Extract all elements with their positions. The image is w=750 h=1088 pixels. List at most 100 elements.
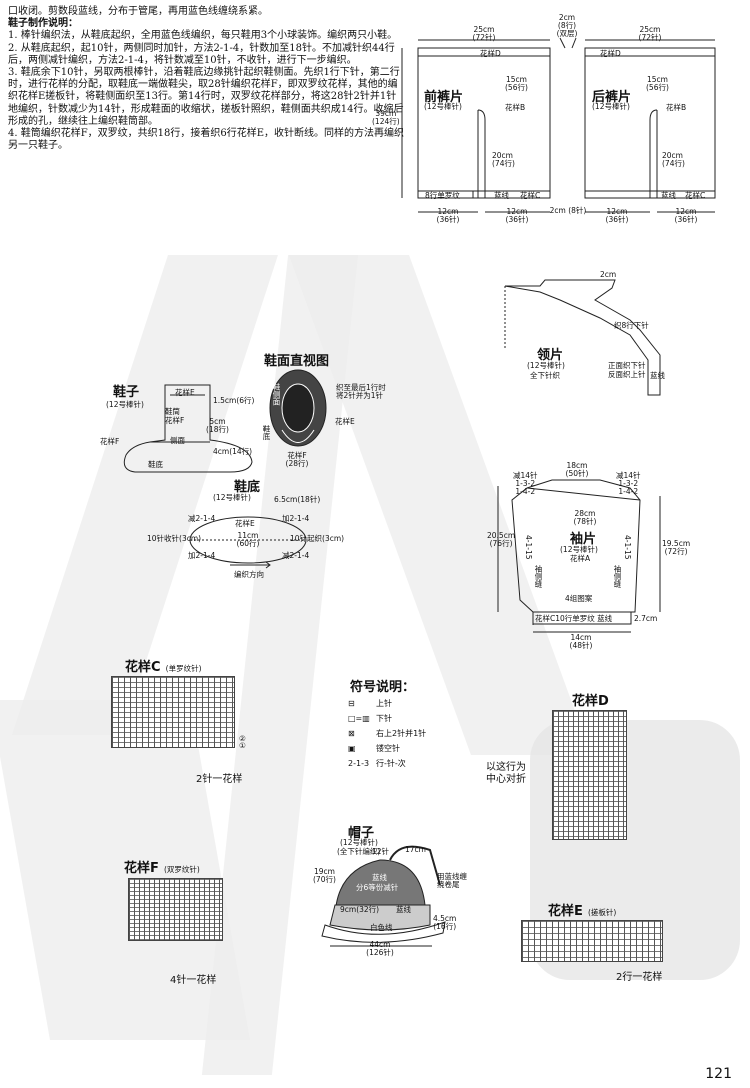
symbol-yo-text: 镂空针	[376, 744, 400, 753]
pattern-c-repeat: 2针一花样	[196, 774, 243, 785]
sleeve-pattern: 花样A	[570, 554, 591, 563]
shoe-needle: (12号棒针)	[106, 400, 144, 409]
sleeve-title: 袖片	[570, 532, 597, 547]
pattern-c-row-1: ①	[239, 741, 246, 750]
shoetop-note: 织至最后1行时 将2针并为1针	[336, 383, 386, 400]
symbol-purl-text: 上针	[376, 699, 392, 708]
pattern-f-chart	[128, 878, 223, 941]
sleeve-bottom: 14cm (48针)	[569, 633, 593, 650]
shoe-side: 侧面	[170, 436, 185, 445]
collar-blue: 蓝线	[650, 371, 665, 380]
shoe-step-3: 3. 鞋底余下10针，另取两根棒针，沿着鞋底边缘挑针起织鞋侧面。先织1行下针，第…	[8, 67, 404, 127]
sole-right: 10针起织(3cm)	[290, 534, 345, 543]
hat-stitch: (全下针编织)	[337, 847, 381, 856]
front-drop: 15cm (56行)	[505, 75, 528, 92]
shoe-flower-e: 花样E	[175, 388, 195, 397]
pattern-e-sub: (搓板针)	[587, 908, 617, 917]
sleeve-seam-left: 袖侧缝	[534, 565, 543, 588]
shoetop-flower-f: 花样F (28行)	[285, 451, 309, 468]
front-flower-b: 花样B	[505, 103, 526, 112]
hat-flower-b: 蓝线	[396, 905, 411, 914]
back-leg: 20cm (74行)	[662, 151, 685, 168]
front-leg: 20cm (74行)	[492, 151, 515, 168]
pattern-c-title: 花样C	[125, 660, 161, 675]
sole-flower-e: 花样E	[235, 519, 255, 528]
sleeve-right-height: 19.5cm (72行)	[662, 539, 691, 556]
front-width: 25cm (72针)	[472, 25, 496, 42]
shoe-outline	[123, 384, 253, 473]
collar-note-2: 反面织上针	[608, 370, 646, 379]
sleeve-cuff: 2.7cm	[634, 614, 658, 623]
hat-div: 分6等份减针	[356, 883, 399, 892]
front-pants-outline	[417, 47, 551, 199]
pattern-e-repeat: 2行一花样	[616, 972, 663, 983]
sleeve-bottom-strip: 花样C10行单罗纹 蓝线	[535, 614, 613, 623]
symbol-dec-text: 右上2针并1针	[376, 729, 427, 738]
pattern-c-sub: (单罗纹针)	[165, 664, 202, 673]
shoe-m2: 5cm (18行)	[206, 417, 229, 434]
symbol-notation-text: 行-针-次	[376, 759, 406, 768]
symbol-row: ▣镂空针	[348, 741, 426, 756]
hat-brim	[321, 921, 446, 943]
back-bottom-left: 12cm (36针)	[605, 207, 629, 224]
collar-needle: (12号棒针)	[527, 361, 565, 370]
shoe-flower-f: 花样F	[165, 416, 185, 425]
front-needle: (12号棒针)	[424, 102, 462, 111]
pattern-d-fold: 以这行为 中心对折	[486, 762, 526, 785]
collar-title: 领片	[537, 348, 564, 363]
sole-title: 鞋底	[234, 480, 261, 495]
hat-blue-label: 蓝线	[372, 873, 387, 882]
back-title: 后裤片	[592, 90, 632, 105]
back-width: 25cm (72针)	[638, 25, 662, 42]
front-blue: 蓝线	[494, 191, 509, 200]
front-crotch	[477, 109, 486, 198]
sole-needle: (12号棒针)	[213, 493, 251, 502]
pattern-c-chart	[111, 676, 235, 748]
hat-mid: 9cm(32行)	[340, 905, 380, 914]
symbol-purl: ⊟	[348, 699, 355, 708]
pattern-d-title: 花样D	[572, 694, 609, 709]
hat-bottom: 44cm (126针)	[366, 940, 394, 957]
shoe-sole: 鞋底	[148, 460, 163, 469]
back-needle: (12号棒针)	[592, 102, 630, 111]
symbol-row: □=▥下针	[348, 711, 426, 726]
front-rib: 8行单罗纹	[425, 191, 460, 200]
shoe-step-1: 1. 棒针编织法，从鞋底起织，全用蓝色线编织，每只鞋用3个小球装饰。编织两只小鞋…	[8, 30, 398, 42]
pants-mid-gap: 2cm (8针)	[549, 206, 587, 215]
sleeve-dec-right: 减14针 1-3-2 1-4-2	[616, 471, 641, 496]
front-bottom-left: 12cm (36针)	[436, 207, 460, 224]
back-drop: 15cm (56行)	[646, 75, 669, 92]
symbol-knit: □=▥	[348, 714, 370, 723]
symbol-row: ⊟ 上针	[348, 696, 426, 711]
shoe-heading: 鞋子制作说明：	[8, 18, 78, 30]
sleeve-mid: 28cm (78针)	[573, 509, 597, 526]
shoe-m1: 1.5cm(6行)	[213, 396, 255, 405]
pattern-e-chart	[521, 920, 663, 962]
hat-top: 12针	[372, 847, 390, 856]
hat-left-height: 19cm (70行)	[313, 867, 336, 884]
sole-dec-top-left: 减2-1-4	[188, 514, 216, 523]
pants-height: 39cm (124行)	[372, 109, 400, 126]
back-flower-d: 花样D	[600, 49, 621, 58]
page-number: 121	[705, 1066, 732, 1082]
sleeve-left-height: 20.5cm (76行)	[487, 531, 516, 548]
sole-direction: 编织方向	[234, 570, 264, 579]
pattern-c-row-2: ②	[239, 734, 246, 743]
pattern-f-title: 花样F	[124, 861, 159, 876]
pattern-f-sub: (双罗纹针)	[163, 865, 200, 874]
hat-title: 帽子	[348, 826, 375, 841]
hat-tail-note: 用蓝线缠 绕卷尾	[437, 872, 467, 889]
pattern-e-heading: 花样E (搓板针)	[548, 900, 616, 919]
sole-add-bottom-left: 加2-1-4	[188, 551, 216, 560]
collar-outline	[504, 279, 661, 396]
sleeve-needle: (12号棒针)	[560, 545, 598, 554]
shoe-step-4: 4. 鞋筒编织花样F，双罗纹，共织18行，接着织6行花样E，收针断线。同样的方法…	[8, 128, 405, 152]
shoetop-flower-e: 花样E	[335, 417, 355, 426]
sole-left: 10针收针(3cm)	[147, 534, 202, 543]
sole-add-top-right: 加2-1-4	[282, 514, 310, 523]
back-blue: 蓝线	[661, 191, 676, 200]
collar-mark: 织8行下针	[614, 321, 649, 330]
sole-dec-bottom-right: 减2-1-4	[282, 551, 310, 560]
